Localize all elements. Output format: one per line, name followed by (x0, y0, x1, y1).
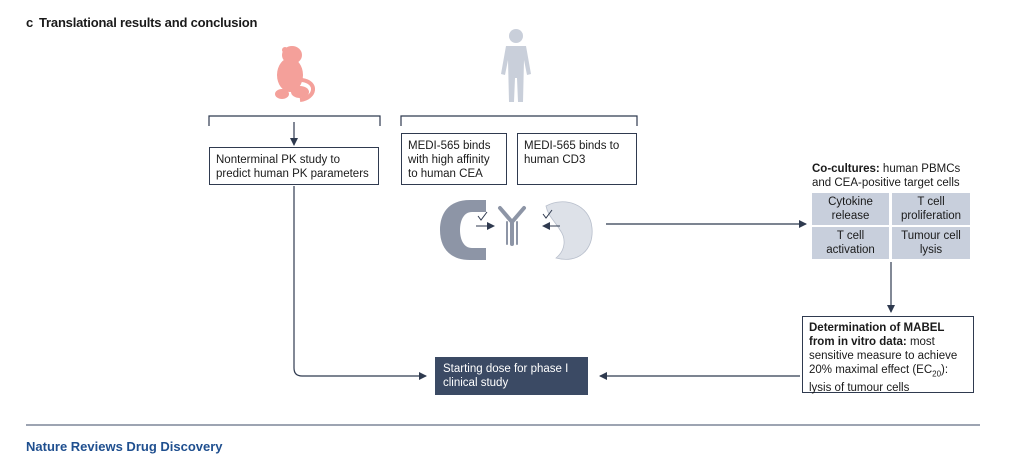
bracket-left (208, 115, 381, 126)
figure-title: c Translational results and conclusion (26, 15, 257, 30)
mabel-subscript: 20 (932, 369, 942, 379)
mabel-end: ): lysis of tumour cells (809, 364, 949, 395)
cell-t-cell-activation: T cell activation (812, 227, 889, 259)
cocultures-heading: Co-cultures: human PBMCs and CEA-positiv… (812, 162, 982, 190)
journal-name: Nature Reviews Drug Discovery (26, 439, 223, 454)
cocultures-bold: Co-cultures: (812, 163, 880, 175)
cd3-receptor-icon (545, 201, 593, 260)
panel-title: Translational results and conclusion (39, 15, 258, 30)
cell-tumour-cell-lysis: Tumour cell lysis (892, 227, 970, 259)
mabel-bold: Determination of MABEL from in vitro dat… (809, 322, 945, 348)
cell-cytokine-release: Cytokine release (812, 193, 889, 225)
binds-cea-box: MEDI-565 binds with high affinity to hum… (401, 133, 507, 185)
cell-t-cell-proliferation: T cell proliferation (892, 193, 970, 225)
mabel-box: Determination of MABEL from in vitro dat… (802, 316, 974, 395)
human-silhouette-icon (501, 29, 531, 102)
panel-letter: c (26, 15, 34, 30)
binding-check-icon (476, 209, 560, 230)
starting-dose-box: Starting dose for phase I clinical study (435, 357, 588, 395)
monkey-icon (275, 46, 315, 102)
arrow-pk-to-start (293, 186, 427, 380)
binds-cd3-box: MEDI-565 binds to human CD3 (517, 133, 637, 185)
mabel-text: most sensitive measure to achieve 20% ma… (809, 336, 958, 376)
cea-receptor-icon (440, 200, 486, 260)
cocultures-text: human PBMCs and CEA-positive target cell… (812, 163, 961, 189)
bispecific-antibody-icon (498, 206, 526, 246)
pk-study-box: Nonterminal PK study to predict human PK… (209, 147, 379, 185)
bracket-right (400, 115, 638, 126)
